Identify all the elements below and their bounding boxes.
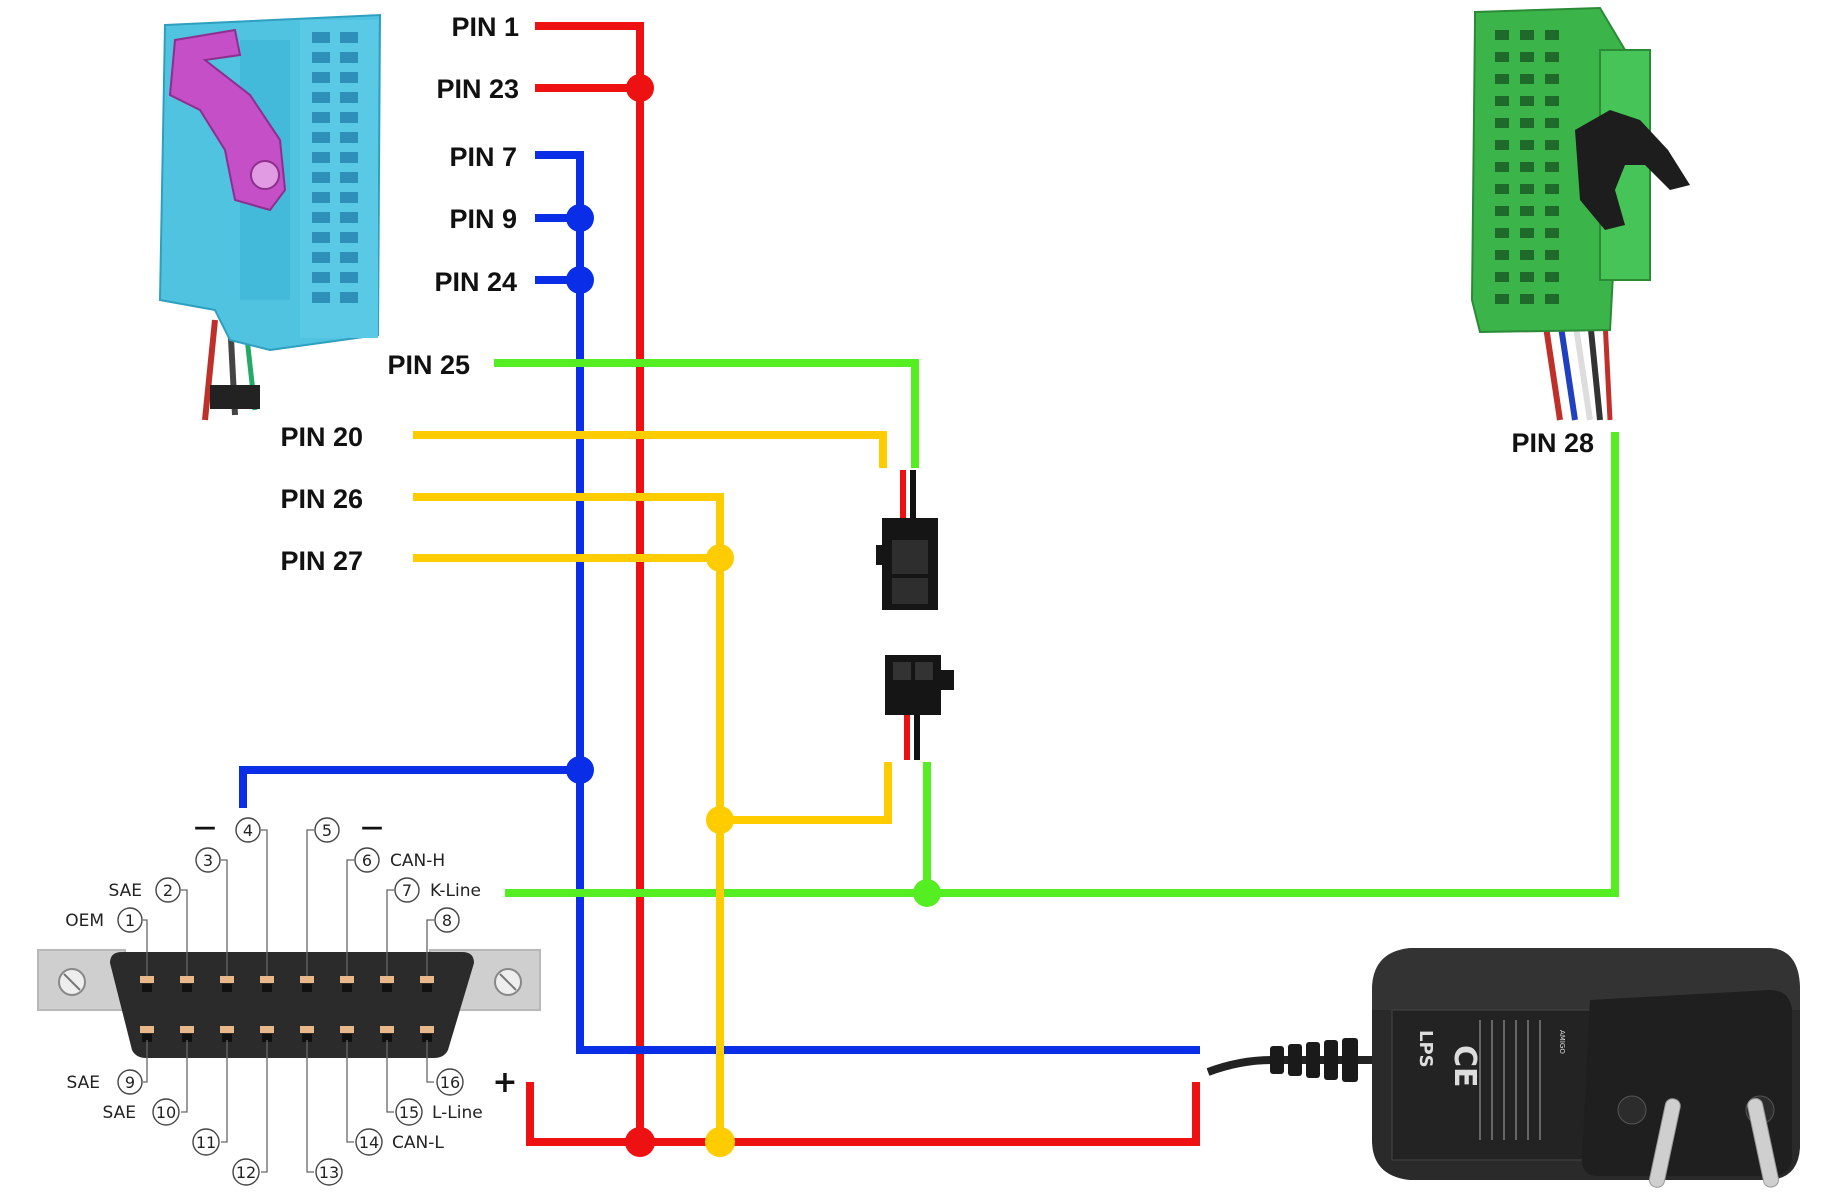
obd-pin-1: 1	[117, 907, 143, 933]
label-pin23: PIN 23	[436, 74, 519, 104]
svg-text:9: 9	[125, 1073, 135, 1092]
green-connector	[1470, 6, 1690, 421]
junction-yellow-pin27	[706, 544, 734, 572]
junction-blue-pin9	[566, 204, 594, 232]
junction-yellow-connector-b	[706, 806, 734, 834]
obd-pin-13: 13	[315, 1158, 343, 1186]
power-supply-adapter: AMIGO CE LPS	[1206, 948, 1800, 1188]
obd-minus-left: —	[194, 815, 216, 840]
jst-connector-top	[876, 470, 938, 610]
obd-plus: +	[492, 1065, 517, 1100]
obd-pin-2: 2	[155, 877, 181, 903]
obd-pin-6: 6	[354, 847, 380, 873]
power-supply-model: LPS	[1415, 1030, 1436, 1068]
blue-wire-obd4	[239, 766, 580, 808]
svg-text:10: 10	[156, 1103, 176, 1122]
obd-pin-11: 11	[192, 1128, 220, 1156]
label-pin9: PIN 9	[449, 204, 517, 234]
label-pin1: PIN 1	[451, 12, 519, 42]
obd-pin-14: 14	[355, 1128, 383, 1156]
svg-text:1: 1	[125, 911, 135, 930]
label-pin24: PIN 24	[434, 267, 517, 297]
svg-text:6: 6	[362, 851, 372, 870]
label-pin7: PIN 7	[449, 142, 517, 172]
svg-text:16: 16	[440, 1073, 460, 1092]
green-wire-pin25	[494, 359, 919, 468]
svg-text:2: 2	[163, 881, 173, 900]
label-pin25: PIN 25	[387, 350, 470, 380]
svg-text:4: 4	[243, 821, 253, 840]
label-pin26: PIN 26	[280, 484, 363, 514]
svg-text:12: 12	[236, 1163, 256, 1182]
yellow-wire-pin20	[413, 431, 887, 468]
green-wire-kline	[505, 432, 1619, 897]
power-supply-ce: CE	[1447, 1045, 1482, 1088]
obd-label-sae9: SAE	[67, 1073, 100, 1093]
obd-pin-8: 8	[434, 907, 460, 933]
obd-label-can-h: CAN-H	[390, 851, 445, 871]
obd-pin-3: 3	[195, 847, 221, 873]
yellow-wire-pin26	[413, 493, 724, 1142]
obd-label-sae2: SAE	[109, 881, 142, 901]
obd-pin-5: 5	[314, 817, 340, 843]
junction-red-bottom	[625, 1127, 655, 1157]
svg-text:13: 13	[319, 1163, 339, 1182]
red-wire-pin1	[535, 22, 644, 1142]
obd-pin-4: 4	[235, 817, 261, 843]
junction-blue-pin24	[566, 266, 594, 294]
obd-label-sae10: SAE	[103, 1103, 136, 1123]
obd-pin-12: 12	[232, 1158, 260, 1186]
obd-pin-16: 16	[436, 1068, 464, 1096]
obd-pin-10: 10	[152, 1098, 180, 1126]
svg-text:8: 8	[442, 911, 452, 930]
svg-text:15: 15	[399, 1103, 419, 1122]
label-pin28: PIN 28	[1511, 428, 1594, 458]
obd-label-oem1: OEM	[65, 911, 104, 931]
power-supply-brand: AMIGO	[1558, 1030, 1566, 1054]
svg-text:5: 5	[322, 821, 332, 840]
svg-text:3: 3	[203, 851, 213, 870]
blue-wire-pin7	[535, 151, 1200, 1054]
yellow-wire-connector-b	[720, 762, 892, 824]
junction-red-pin23	[626, 74, 654, 102]
obd-pin-7: 7	[394, 877, 420, 903]
red-wire-ground	[526, 1082, 1200, 1146]
obd-label-can-l: CAN-L	[392, 1133, 444, 1153]
obd-minus-right: —	[361, 815, 383, 840]
obd2-connector: 1 2 3 4 5 6 7 8 9 10 11 12 13 14 15 16 O…	[37, 815, 541, 1186]
svg-text:11: 11	[196, 1133, 216, 1152]
junction-yellow-bottom	[705, 1127, 735, 1157]
obd-label-l-line: L-Line	[432, 1103, 483, 1123]
obd-pin-15: 15	[395, 1098, 423, 1126]
label-pin27: PIN 27	[280, 546, 363, 576]
junction-green-kline	[913, 879, 941, 907]
obd-pin-9: 9	[117, 1069, 143, 1095]
blue-ecu-connector	[158, 13, 382, 421]
label-pin20: PIN 20	[280, 422, 363, 452]
obd-label-k-line: K-Line	[430, 881, 481, 901]
svg-text:14: 14	[359, 1133, 379, 1152]
svg-text:7: 7	[402, 881, 412, 900]
junction-blue-obd4	[566, 756, 594, 784]
jst-connector-bottom	[885, 655, 954, 760]
